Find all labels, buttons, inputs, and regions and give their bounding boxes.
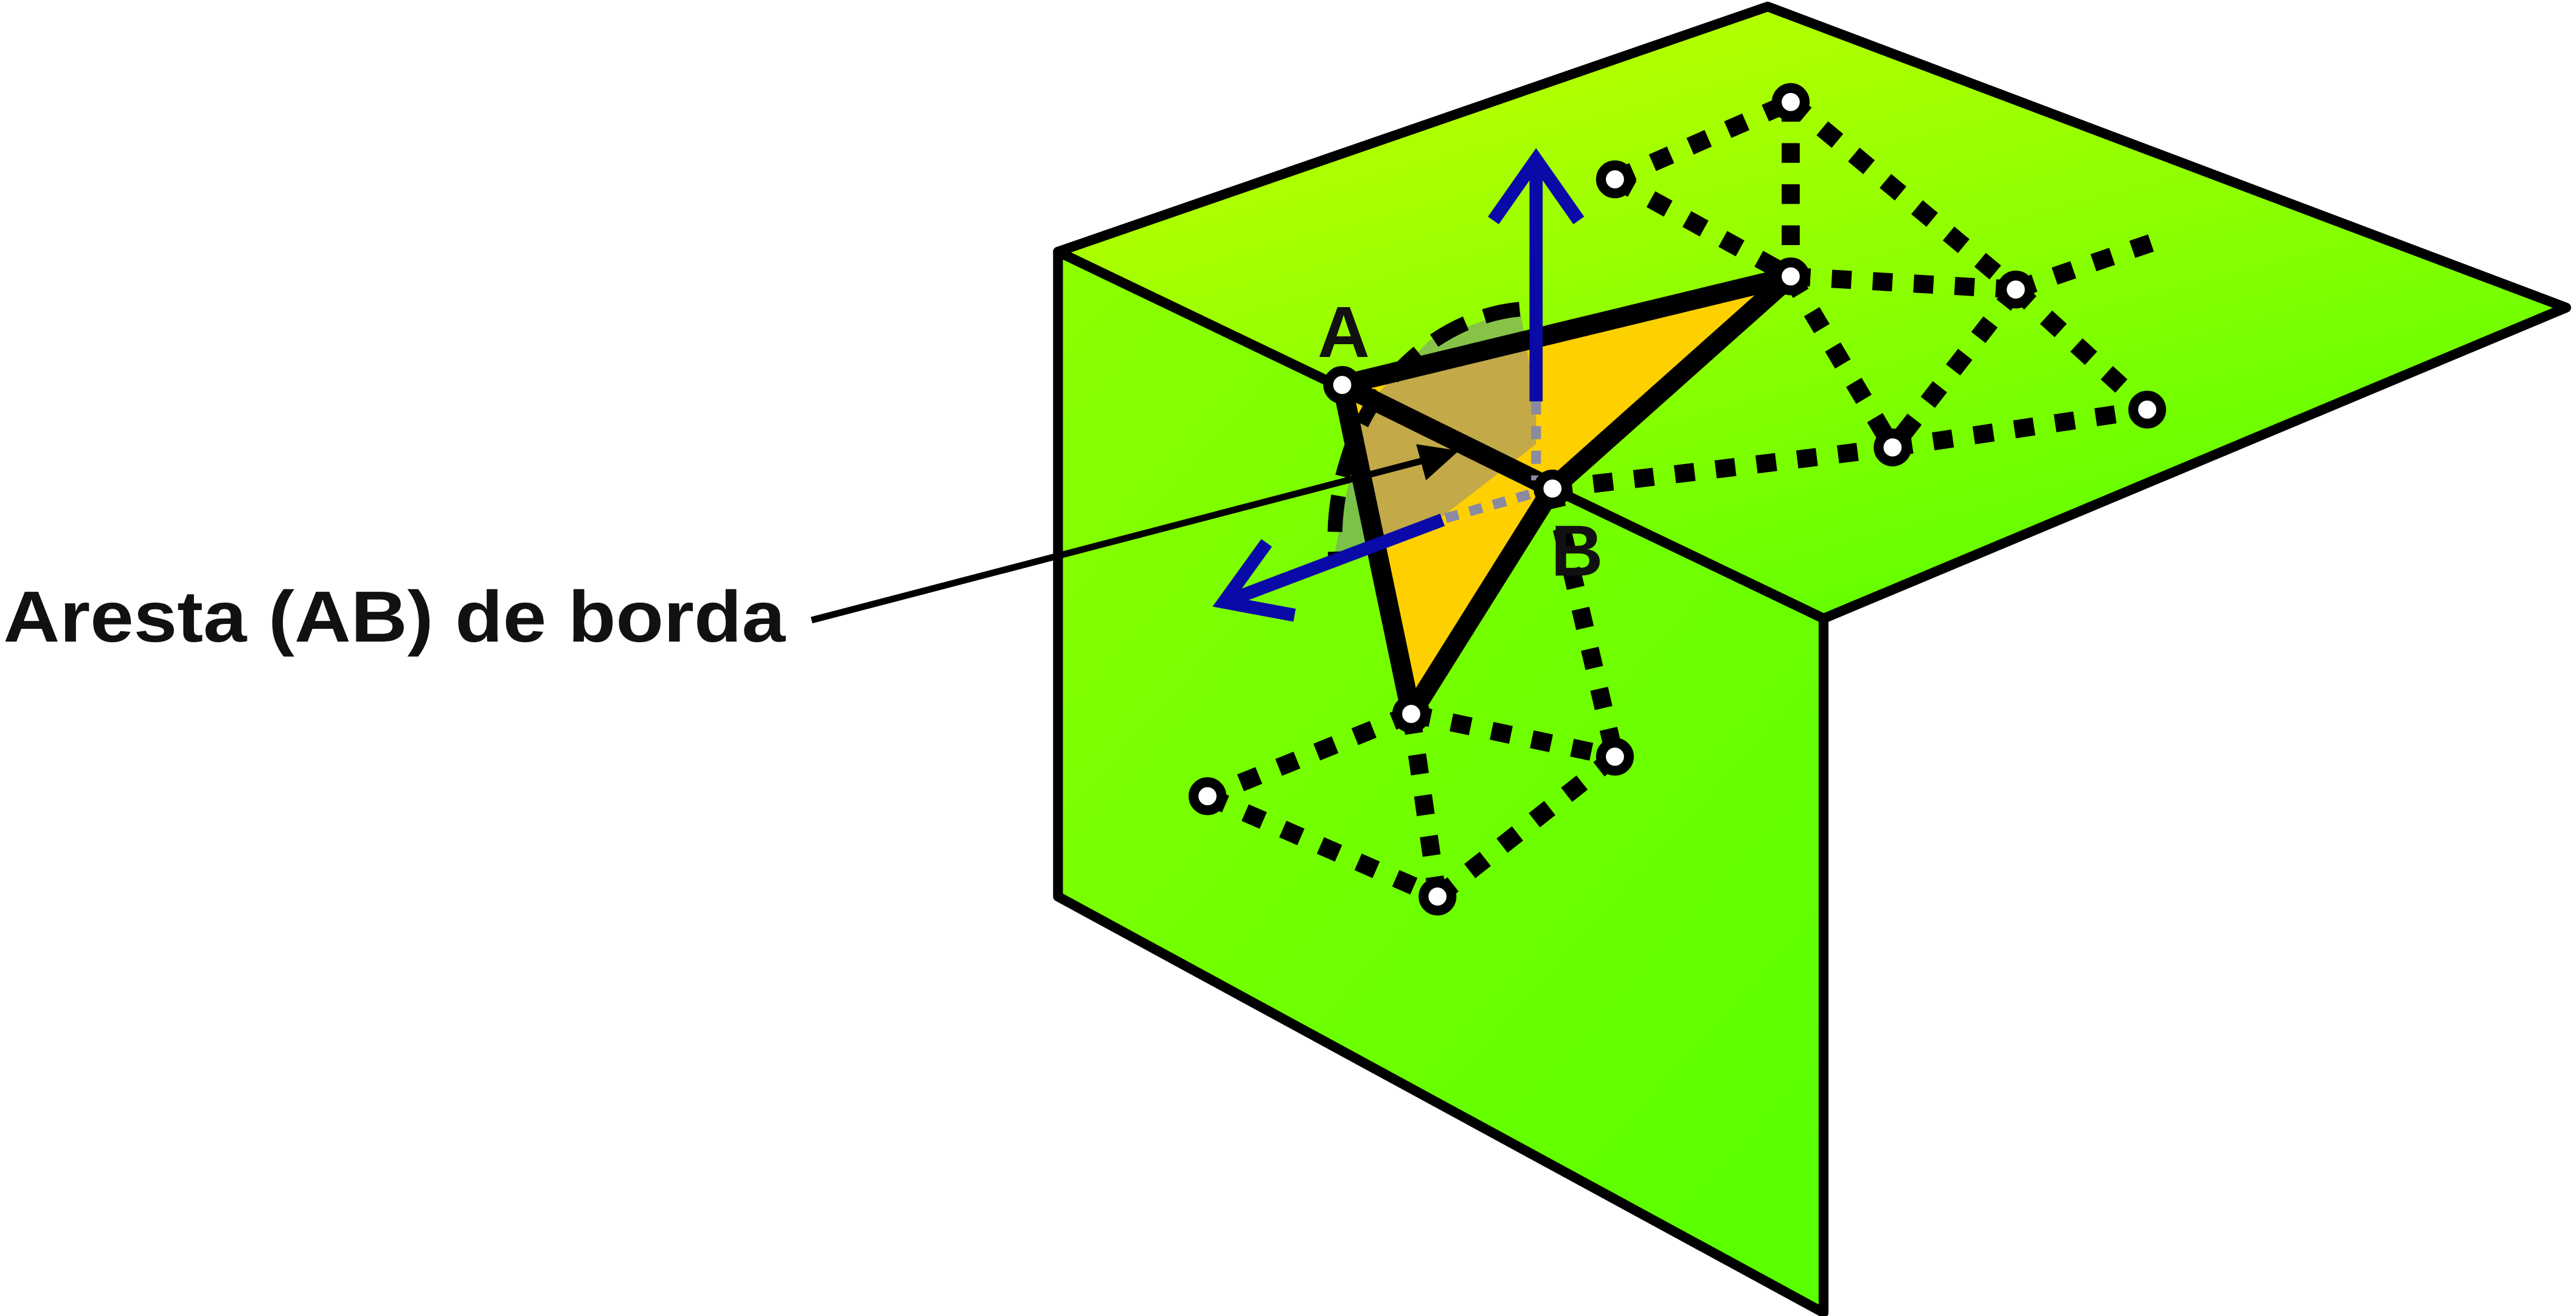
- normal-side-hidden: [1444, 485, 1546, 523]
- normal-side-arrow: [1212, 513, 1445, 622]
- vertex-a: [1323, 365, 1361, 404]
- vertex-b-label: B: [1551, 511, 1603, 592]
- front-mesh: [1204, 487, 1624, 905]
- normal-up-arrow: [1488, 148, 1585, 402]
- top-mesh: [1551, 94, 2172, 498]
- vertex-b: [1533, 469, 1572, 508]
- edge-annotation-label: Aresta (AB) de borda: [3, 577, 786, 657]
- leader-arrow: [810, 444, 1459, 624]
- angle-arc: [1327, 302, 1521, 560]
- vertex-a-label: A: [1318, 292, 1370, 373]
- mesh-vertices: [1189, 83, 2167, 916]
